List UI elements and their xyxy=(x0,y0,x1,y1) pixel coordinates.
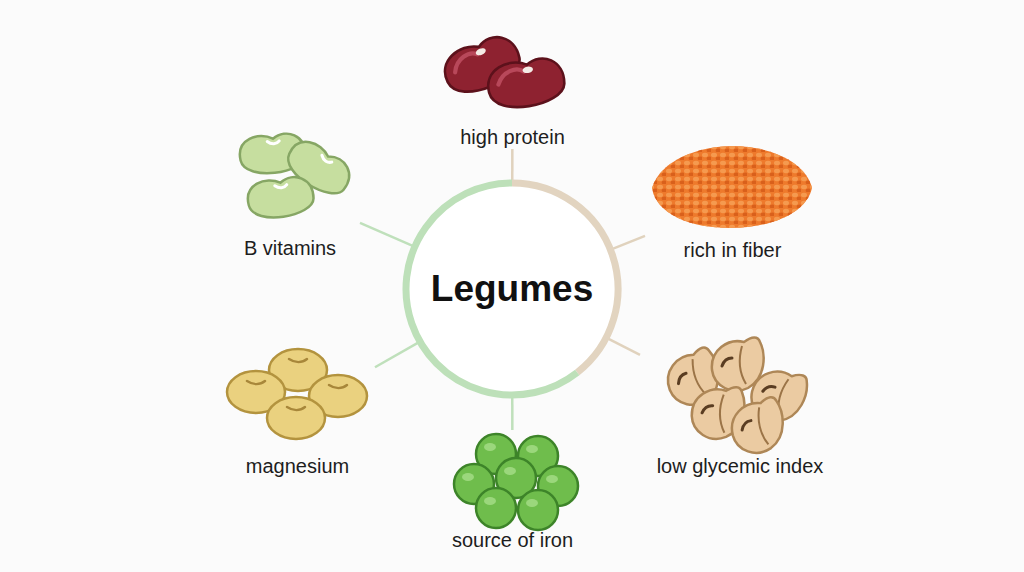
benefit-item: high protein xyxy=(435,25,590,149)
lima-bean xyxy=(245,173,316,222)
hub-title: Legumes xyxy=(431,277,593,301)
chickpea xyxy=(728,396,787,456)
spoke-line xyxy=(611,236,645,249)
green-pea xyxy=(476,488,516,528)
benefit-label: rich in fiber xyxy=(684,238,782,262)
benefit-item: source of iron xyxy=(430,430,595,552)
lentil-pile xyxy=(652,146,812,228)
hub-circle: Legumes xyxy=(402,179,622,399)
soybean xyxy=(267,397,325,439)
benefit-item: low glycemic index xyxy=(640,335,840,478)
benefit-item: B vitamins xyxy=(220,125,360,260)
kidney-bean xyxy=(485,54,568,112)
hub-fill xyxy=(406,183,618,395)
green-pea xyxy=(518,490,558,530)
spoke-line xyxy=(511,396,514,430)
spoke-line xyxy=(607,338,640,355)
benefit-item: magnesium xyxy=(220,345,375,478)
benefit-label: B vitamins xyxy=(244,236,336,260)
spoke-line xyxy=(511,149,514,182)
lentil-texture xyxy=(652,146,812,228)
benefit-label: low glycemic index xyxy=(657,454,824,478)
benefit-label: source of iron xyxy=(452,528,573,552)
spoke-line xyxy=(360,223,414,246)
spoke-line xyxy=(375,342,419,367)
benefit-label: high protein xyxy=(460,125,565,149)
benefit-label: magnesium xyxy=(246,454,349,478)
benefit-item: rich in fiber xyxy=(645,140,820,262)
